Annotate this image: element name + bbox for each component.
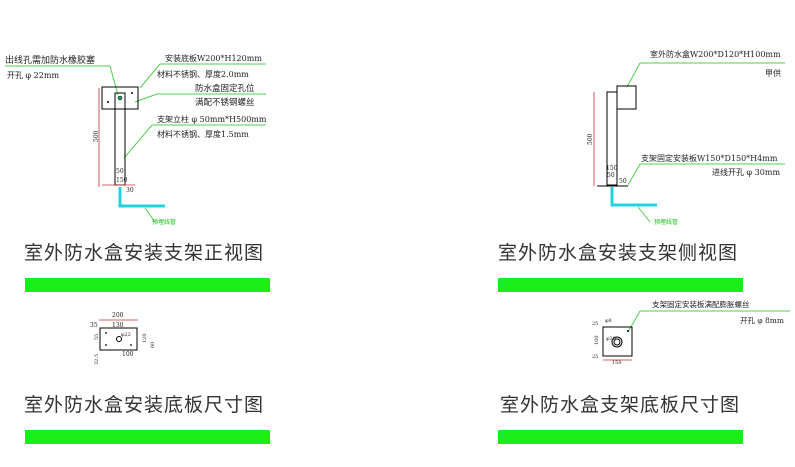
dim-height: 500 bbox=[587, 133, 594, 145]
dim-50: 50 bbox=[607, 172, 615, 179]
note-plate-1: 安装底板W200*H120mm bbox=[165, 53, 262, 63]
dim-200: 200 bbox=[112, 312, 124, 319]
screw-hole bbox=[131, 92, 133, 94]
side-view: 室外防水盒W200*D120*H100mm 甲供 500 支架固定安装板W150… bbox=[587, 49, 785, 226]
leader-line bbox=[109, 65, 119, 96]
waterproof-box bbox=[616, 85, 637, 110]
note-fix-2: 满配不锈钢螺丝 bbox=[195, 97, 255, 108]
note-hole-1: 出线孔需加防水橡胶塞 bbox=[5, 54, 95, 66]
dim-150: 150 bbox=[606, 165, 618, 172]
support-post bbox=[606, 91, 618, 186]
plate-outline bbox=[99, 327, 138, 351]
note-hole-2: 开孔 φ 22mm bbox=[7, 71, 59, 80]
front-view-title: 室外防水盒安装支架正视图 bbox=[24, 242, 265, 264]
dim-height: 500 bbox=[93, 130, 100, 142]
side-view-title: 室外防水盒安装支架侧视图 bbox=[498, 242, 739, 264]
base-plate-title: 室外防水盒安装底板尺寸图 bbox=[24, 394, 265, 416]
front-view: 出线孔需加防水橡胶塞 开孔 φ 22mm 安装底板W200*H120mm 材料不… bbox=[5, 53, 267, 226]
leader-line bbox=[637, 206, 651, 223]
dim-55: 55 bbox=[94, 334, 100, 340]
mounting-plate bbox=[101, 86, 139, 110]
note-1: 支架固定安装板满配膨胀螺丝 bbox=[652, 299, 750, 309]
dim-8: φ8 bbox=[605, 318, 612, 324]
note-box-1: 室外防水盒W200*D120*H100mm bbox=[650, 49, 781, 59]
dim-hole: φ30 bbox=[606, 336, 616, 342]
leader-line bbox=[123, 124, 153, 159]
dim-130: 130 bbox=[112, 322, 124, 329]
note-fix-1: 防水盒固定孔位 bbox=[195, 83, 255, 94]
leader-line bbox=[134, 93, 158, 103]
cable-hole bbox=[611, 336, 623, 348]
cable-hole bbox=[117, 95, 123, 101]
dim-35: 35 bbox=[90, 322, 98, 329]
dim-30: 50 bbox=[619, 178, 627, 185]
dim-hole: φ22 bbox=[121, 332, 131, 338]
note-plate-2: 材料不锈钢、厚度2.0mm bbox=[157, 69, 249, 79]
leader-line bbox=[627, 310, 641, 333]
screw-hole bbox=[107, 101, 109, 103]
leader-line bbox=[626, 62, 641, 88]
note-base-2: 进线开孔 φ 30mm bbox=[712, 167, 780, 177]
conduit-pipe bbox=[610, 187, 657, 207]
dim-25b: 25 bbox=[592, 354, 598, 360]
cable-hole bbox=[116, 336, 122, 342]
conduit-pipe bbox=[118, 187, 165, 208]
plate-outline bbox=[602, 326, 633, 357]
dim-60: 60 bbox=[150, 342, 156, 348]
screw-hole bbox=[130, 344, 132, 346]
note-box-2: 甲供 bbox=[765, 68, 781, 78]
note-2: 开孔 φ 8mm bbox=[740, 316, 784, 325]
dim-100: 100 bbox=[122, 351, 134, 358]
mount-plate-title: 室外防水盒支架底板尺寸图 bbox=[500, 394, 741, 416]
green-bar bbox=[25, 278, 270, 292]
screw-hole bbox=[105, 332, 107, 334]
dim-25a: 25 bbox=[592, 321, 598, 327]
leader-line bbox=[627, 163, 641, 186]
leader-line bbox=[144, 207, 156, 223]
pipe-label: 预埋线管 bbox=[152, 218, 176, 226]
green-bar bbox=[498, 278, 743, 292]
dim-100: 100 bbox=[594, 335, 600, 345]
note-base-1: 支架固定安装板W150*D150*H4mm bbox=[641, 153, 778, 163]
screw-hole bbox=[105, 344, 107, 346]
dim-50: 50 bbox=[116, 168, 124, 175]
screw-hole bbox=[627, 330, 629, 332]
cable-hole-inner bbox=[613, 338, 621, 346]
base-plate-drawing: 200 35 130 φ22 55 120 60 100 32.5 bbox=[90, 312, 156, 365]
leader-line bbox=[139, 63, 161, 89]
green-bar bbox=[25, 430, 270, 444]
note-post-1: 支架立柱 φ 50mm*H500mm bbox=[157, 114, 267, 124]
dim-150: 150 bbox=[116, 177, 128, 184]
dim-32: 32.5 bbox=[94, 354, 100, 365]
note-post-2: 材料不锈钢、厚度1.5mm bbox=[157, 129, 249, 139]
dim-30: 30 bbox=[126, 187, 134, 194]
green-bar bbox=[498, 430, 743, 444]
mount-plate-drawing: 支架固定安装板满配膨胀螺丝 开孔 φ 8mm 25 φ8 φ30 100 25 … bbox=[592, 299, 790, 366]
pipe-label: 预埋线管 bbox=[654, 218, 678, 226]
dim-150: 150 bbox=[612, 360, 622, 366]
dim-120: 120 bbox=[142, 333, 148, 343]
